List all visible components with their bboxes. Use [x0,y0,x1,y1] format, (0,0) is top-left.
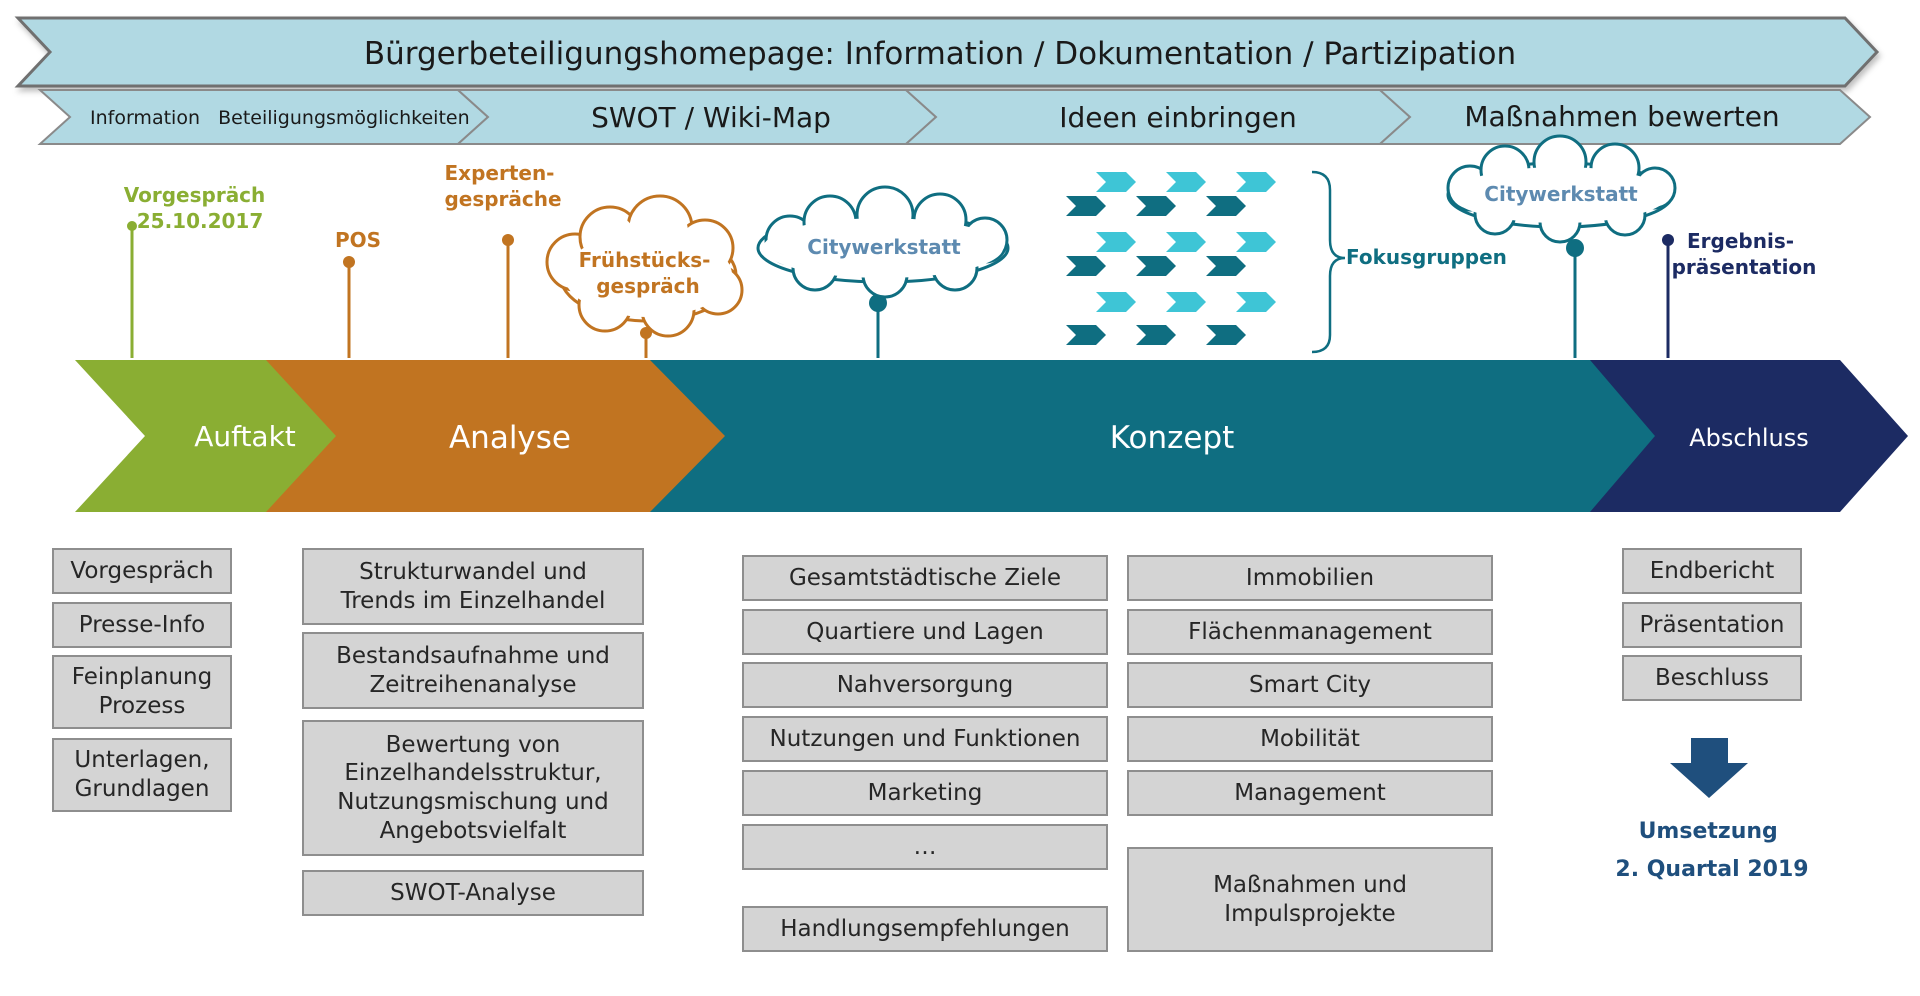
segment-massnahmen [1377,89,1872,145]
label-ergebnis: Ergebnis- präsentation [1672,229,1817,279]
phase-auftakt-label: Auftakt [194,420,296,453]
label-fruehstueck: Frühstücks- gespräch [579,248,718,298]
box-konzept-nahversorgung: Nahversorgung [742,662,1108,708]
box-auftakt-feinplanung: Feinplanung Prozess [52,655,232,729]
phase-analyse-label: Analyse [449,420,571,456]
pin-fruehstueck [640,327,652,358]
banner-arrow [14,16,1880,88]
label-experten: Experten- gespräche [444,161,561,211]
label-fokusgruppen: Fokusgruppen [1346,245,1507,269]
box-auftakt-vorgespraech: Vorgespräch [52,548,232,594]
pin-experten [502,234,514,358]
box-konzept-gesamtstaedtische-ziele: Gesamtstädtische Ziele [742,555,1108,601]
phase-auftakt-chevron [75,360,336,512]
fokusgruppen-chevrons [1066,172,1276,345]
pin-citywerkstatt-2 [1566,239,1584,358]
box-abschluss-praesentation: Präsentation [1622,602,1802,648]
box-konzept-mobilitaet: Mobilität [1127,716,1493,762]
box-konzept-quartiere: Quartiere und Lagen [742,609,1108,655]
segment-label-massnahmen: Maßnahmen bewerten [1464,100,1779,133]
umsetzung-label: Umsetzung 2. Quartal 2019 [1615,819,1808,882]
phase-analyse-chevron [264,360,725,512]
down-arrow-icon [1670,738,1748,798]
phase-konzept-label: Konzept [1110,420,1235,456]
box-abschluss-beschluss: Beschluss [1622,655,1802,701]
pin-pos [343,256,355,358]
box-konzept-management: Management [1127,770,1493,816]
box-auftakt-unterlagen: Unterlagen, Grundlagen [52,738,232,812]
label-citywerkstatt-2: Citywerkstatt [1484,182,1638,206]
cloud-citywerkstatt-2 [1446,134,1677,244]
box-konzept-smart-city: Smart City [1127,662,1493,708]
fokusgruppen-brace [1311,170,1346,354]
box-konzept-marketing: Marketing [742,770,1108,816]
box-analyse-bestandsaufnahme: Bestandsaufnahme und Zeitreihenanalyse [302,632,644,709]
box-konzept-nutzungen: Nutzungen und Funktionen [742,716,1108,762]
phase-abschluss-label: Abschluss [1689,424,1808,452]
banner-title: Bürgerbeteiligungshomepage: Information … [364,36,1516,72]
segment-label-information: Information Beteiligungsmöglichkeiten [90,107,470,129]
box-konzept-massnahmen: Maßnahmen und Impulsprojekte [1127,847,1493,952]
segment-label-swot: SWOT / Wiki-Map [591,101,831,134]
phase-konzept-chevron [642,360,1720,512]
box-konzept-flaechenmanagement: Flächenmanagement [1127,609,1493,655]
label-vorgespraech: Vorgespräch 25.10.2017 [124,183,273,233]
cloud-fruehstueck [545,194,744,338]
box-analyse-swot: SWOT-Analyse [302,870,644,916]
label-pos: POS [335,228,381,252]
cloud-citywerkstatt-1 [756,185,1010,299]
box-abschluss-endbericht: Endbericht [1622,548,1802,594]
phase-abschluss-chevron [1590,360,1908,512]
box-analyse-strukturwandel: Strukturwandel und Trends im Einzelhande… [302,548,644,625]
box-auftakt-presse-info: Presse-Info [52,602,232,648]
segment-label-ideen: Ideen einbringen [1059,101,1296,134]
pin-vorgespraech [127,221,137,358]
box-konzept-immobilien: Immobilien [1127,555,1493,601]
box-analyse-bewertung: Bewertung von Einzelhandelsstruktur, Nut… [302,720,644,856]
box-konzept-ellipsis: … [742,824,1108,870]
pin-ergebnis [1662,234,1674,358]
box-konzept-handlungsempfehlungen: Handlungsempfehlungen [742,906,1108,952]
pin-citywerkstatt-1 [869,294,887,358]
label-citywerkstatt-1: Citywerkstatt [807,235,961,259]
